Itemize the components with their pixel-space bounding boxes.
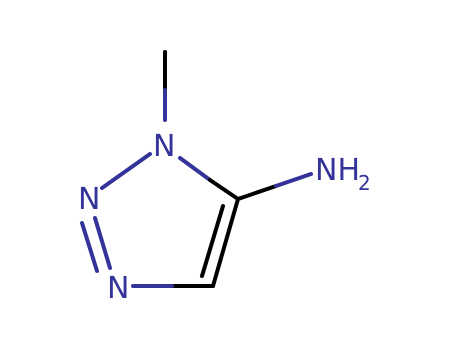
atom-label-n3: N [107, 271, 129, 306]
atom-label-nh2: NH [315, 153, 360, 188]
atom-label-nh2-subscript: 2 [358, 171, 371, 195]
bond-c5-nh2 [236, 172, 313, 201]
atom-label-n1: N [153, 129, 175, 164]
bond-n1-c5 [178, 156, 240, 201]
bond-c5-c4-double [200, 197, 240, 288]
bond-n3-n2-double [80, 216, 112, 273]
atom-label-n2: N [78, 182, 100, 217]
bond-n2-n1 [100, 152, 152, 190]
